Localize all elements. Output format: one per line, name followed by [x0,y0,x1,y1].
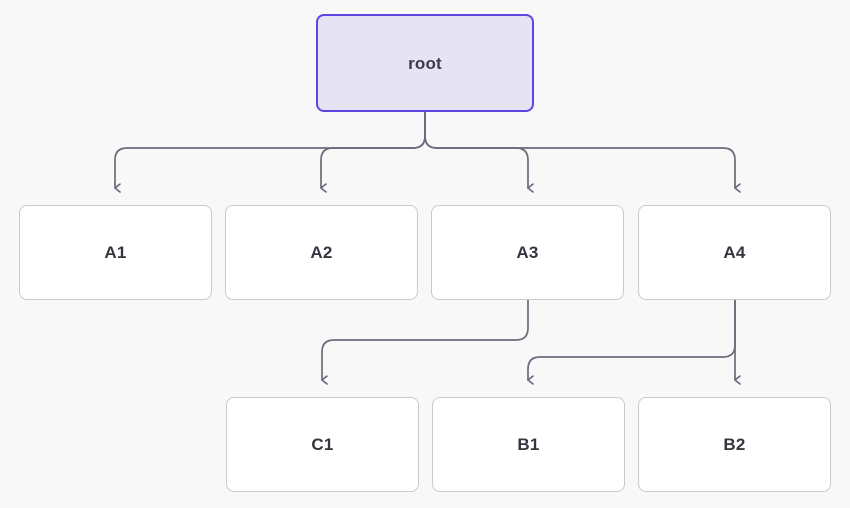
node-root[interactable]: root [316,14,534,112]
node-a4[interactable]: A4 [638,205,831,300]
node-label: B1 [517,435,540,454]
edge-root-A4 [424,111,735,188]
node-label: B2 [723,435,746,454]
node-c1[interactable]: C1 [226,397,419,492]
edge-A3-C1 [321,299,529,380]
node-b1[interactable]: B1 [432,397,625,492]
edge-root-A2 [320,111,426,188]
node-label: A4 [723,243,746,262]
edge-root-stem [114,111,426,188]
edge-A4-B1 [527,299,736,380]
node-label: A2 [310,243,333,262]
node-a2[interactable]: A2 [225,205,418,300]
node-label: root [408,53,442,73]
node-a1[interactable]: A1 [19,205,212,300]
node-label: C1 [311,435,334,454]
node-label: A3 [516,243,539,262]
node-b2[interactable]: B2 [638,397,831,492]
edge-root-A3 [424,111,528,188]
node-label: A1 [104,243,127,262]
node-a3[interactable]: A3 [431,205,624,300]
